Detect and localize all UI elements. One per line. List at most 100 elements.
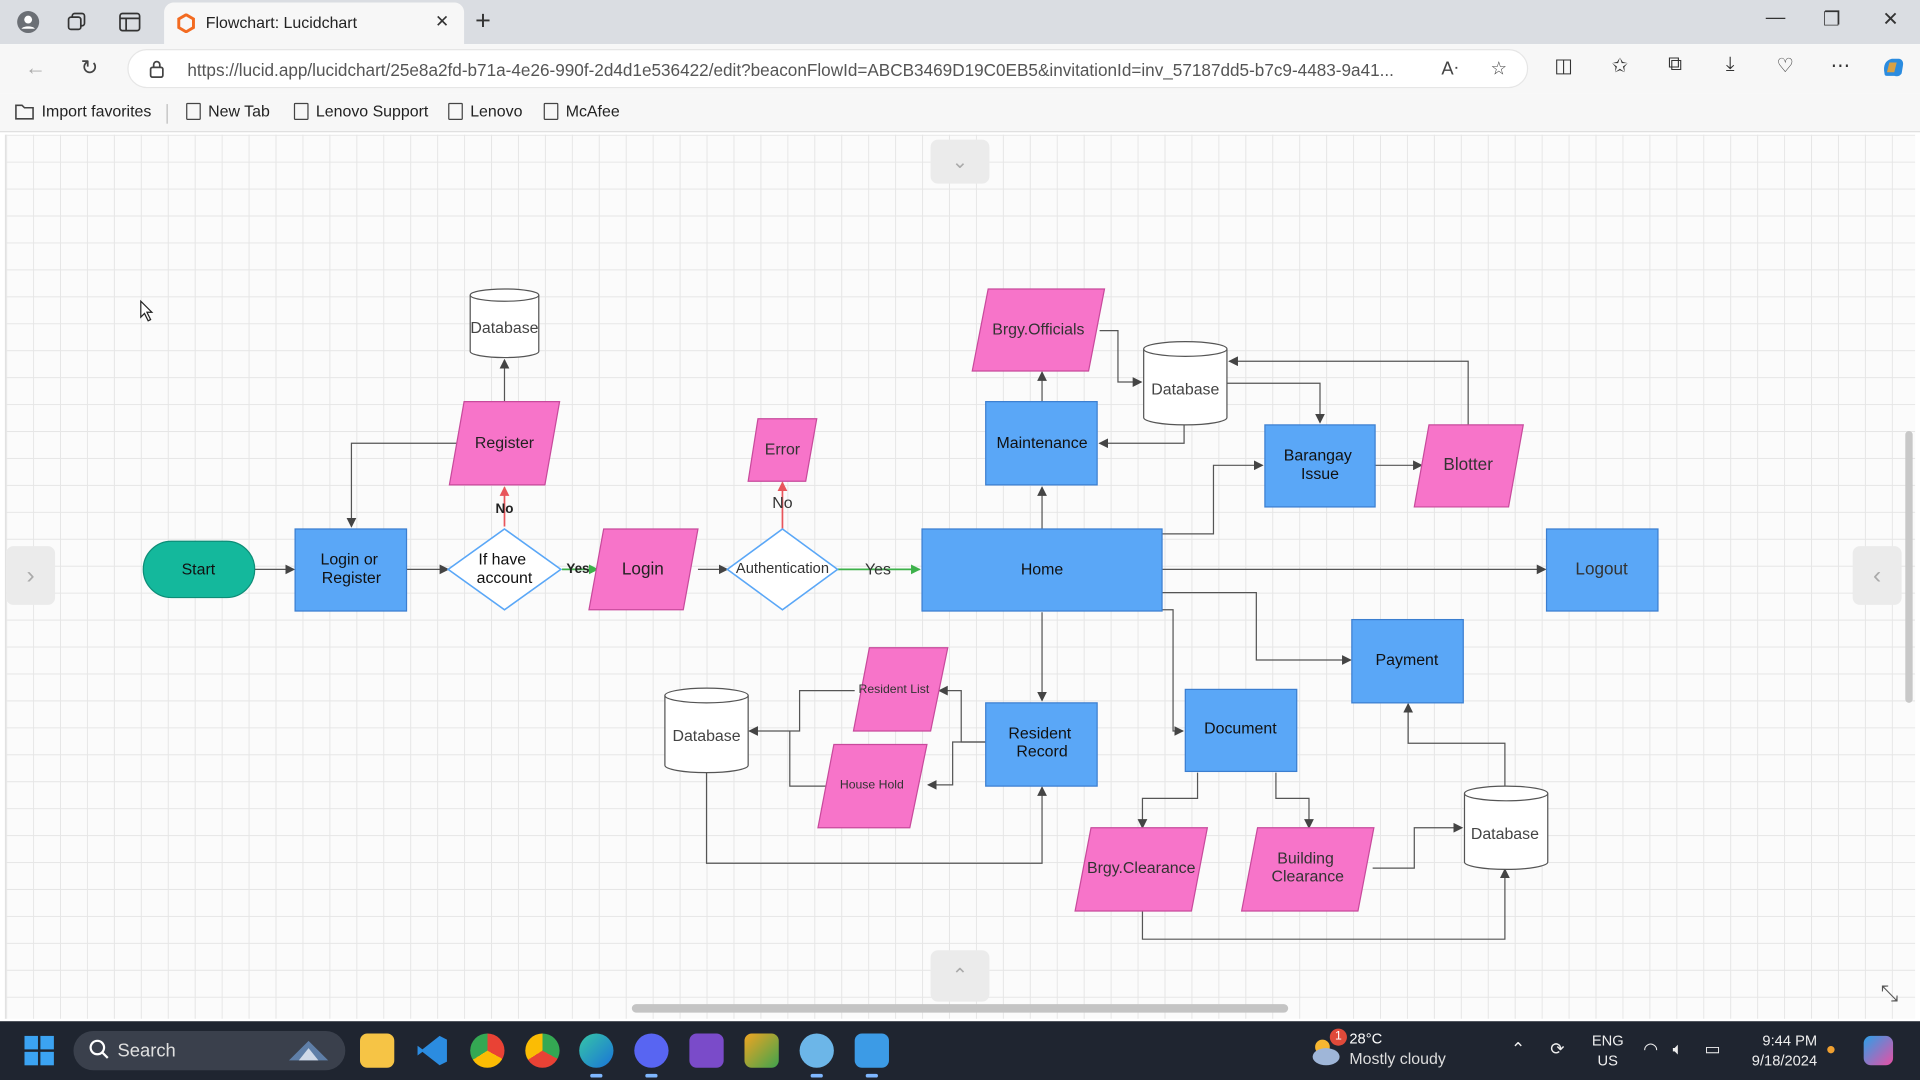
page-icon <box>293 102 309 120</box>
favorites-icon[interactable]: ✩ <box>1611 56 1629 78</box>
node-house-hold[interactable]: House Hold <box>817 743 928 829</box>
node-db-register[interactable]: Database <box>469 288 540 359</box>
volume-icon[interactable]: 🔈︎ <box>1672 1038 1683 1058</box>
sync-icon[interactable]: ⟳ <box>1550 1038 1565 1058</box>
top-drawer-toggle-icon[interactable]: ⌄ <box>930 139 990 184</box>
svg-text:Resident Record: Resident Record <box>1008 725 1075 760</box>
language-indicator[interactable]: ENG US <box>1592 1031 1624 1070</box>
node-home[interactable]: Home <box>921 528 1163 612</box>
node-authentication[interactable]: Authentication <box>726 527 839 611</box>
node-db-officials[interactable]: Database <box>1143 341 1228 426</box>
svg-text:Logout: Logout <box>1575 558 1628 578</box>
close-window-icon[interactable]: ✕ <box>1882 9 1899 31</box>
notepad-icon[interactable] <box>854 1033 889 1078</box>
node-barangay-issue[interactable]: Barangay Issue <box>1264 424 1376 508</box>
edge-icon[interactable] <box>579 1033 614 1078</box>
svg-text:Start: Start <box>182 561 216 578</box>
node-register[interactable]: Register <box>448 401 561 486</box>
bookmark-lenovo-support[interactable]: Lenovo Support <box>293 102 428 120</box>
tab-title: Flowchart: Lucidchart <box>205 13 358 32</box>
bookmark-mcafee[interactable]: McAfee <box>543 102 620 120</box>
node-line: Record <box>1016 744 1067 761</box>
active-tab[interactable]: Flowchart: Lucidchart ✕ <box>164 2 465 45</box>
downloads-icon[interactable]: ⤓ <box>1725 53 1735 75</box>
node-payment[interactable]: Payment <box>1351 618 1464 704</box>
node-db-documents[interactable]: Database <box>1463 785 1549 870</box>
svg-text:Database: Database <box>470 320 538 337</box>
vscode-icon[interactable] <box>415 1033 449 1067</box>
flowchart[interactable]: Start Login or Register If have account <box>6 135 1915 1019</box>
vertical-tabs-icon[interactable] <box>114 7 146 36</box>
browser-essentials-icon[interactable]: ♡ <box>1776 56 1795 78</box>
back-icon[interactable]: ← <box>25 56 46 80</box>
svg-text:House Hold: House Hold <box>840 778 904 792</box>
bookmark-lenovo[interactable]: Lenovo <box>448 102 522 120</box>
page-icon <box>448 102 463 120</box>
copilot-icon[interactable] <box>1877 54 1909 83</box>
chrome-profile-icon[interactable] <box>525 1033 560 1068</box>
favorite-star-icon[interactable]: ☆ <box>1490 58 1508 80</box>
bookmarks-bar: Import favorites New Tab Lenovo Support … <box>0 93 1920 133</box>
workspaces-icon[interactable] <box>61 7 93 36</box>
node-line: Login or <box>320 551 378 568</box>
horizontal-scrollbar[interactable] <box>631 1004 1289 1013</box>
restore-icon[interactable]: ❐ <box>1823 9 1841 31</box>
node-resident-list[interactable]: Resident List <box>852 647 949 732</box>
more-options-icon[interactable]: ⋯ <box>1830 56 1851 78</box>
bottom-drawer-toggle-icon[interactable]: ⌃ <box>930 950 990 1002</box>
paint-icon[interactable] <box>799 1033 834 1078</box>
collapse-icon[interactable]: ⤡ <box>1880 980 1899 1006</box>
node-db-resident[interactable]: Database <box>664 687 749 774</box>
copilot-taskbar-icon[interactable] <box>1863 1035 1894 1066</box>
svg-text:Brgy.Officials: Brgy.Officials <box>992 321 1084 338</box>
node-document[interactable]: Document <box>1184 688 1298 773</box>
minimize-icon[interactable]: — <box>1765 7 1786 29</box>
chrome-icon[interactable] <box>470 1033 505 1068</box>
file-explorer-icon[interactable] <box>360 1033 395 1068</box>
battery-icon[interactable]: ▭ <box>1704 1038 1721 1058</box>
node-blotter[interactable]: Blotter <box>1413 424 1524 508</box>
snipping-tool-icon[interactable] <box>744 1033 779 1068</box>
node-login[interactable]: Login <box>588 528 699 611</box>
bookmark-import-favorites[interactable]: Import favorites <box>15 102 152 120</box>
svg-text:Blotter: Blotter <box>1443 454 1493 474</box>
show-hidden-icons-icon[interactable]: ⌃ <box>1511 1038 1526 1058</box>
node-building-clearance[interactable]: Building Clearance <box>1240 827 1375 912</box>
split-screen-icon[interactable]: ◫ <box>1554 56 1573 78</box>
left-panel-toggle-icon[interactable]: › <box>6 546 56 605</box>
visual-studio-icon[interactable] <box>689 1033 724 1068</box>
svg-text:Payment: Payment <box>1376 652 1439 669</box>
svg-text:Database: Database <box>672 728 740 745</box>
cloudy-icon <box>1312 1039 1340 1066</box>
new-tab-icon[interactable]: + <box>475 4 491 36</box>
profile-icon[interactable] <box>12 7 44 36</box>
svg-text:Resident List: Resident List <box>859 682 930 696</box>
bookmark-new-tab[interactable]: New Tab <box>186 102 270 120</box>
weather-widget[interactable]: 1 28°C Mostly cloudy <box>1308 1028 1516 1073</box>
close-tab-icon[interactable]: ✕ <box>435 11 450 31</box>
taskbar-search[interactable]: Search <box>73 1031 346 1071</box>
label-no-register: No <box>496 501 514 516</box>
node-logout[interactable]: Logout <box>1545 528 1659 612</box>
node-brgy-clearance[interactable]: Brgy.Clearance <box>1074 827 1209 912</box>
windows-start-icon[interactable] <box>24 1035 54 1066</box>
discord-icon[interactable] <box>634 1033 669 1078</box>
node-error[interactable]: Error <box>747 418 818 482</box>
vertical-scrollbar[interactable] <box>1905 431 1913 703</box>
node-login-register[interactable]: Login or Register <box>294 528 408 612</box>
diagram-canvas[interactable]: Start Login or Register If have account <box>4 134 1916 1019</box>
refresh-icon[interactable]: ↻ <box>80 56 99 80</box>
read-aloud-icon[interactable]: Aᐧ <box>1441 58 1459 80</box>
right-panel-toggle-icon[interactable]: ‹ <box>1852 546 1902 605</box>
node-brgy-officials[interactable]: Brgy.Officials <box>971 288 1106 372</box>
node-decision-account[interactable]: If have account <box>446 528 563 611</box>
collections-icon[interactable]: ⧉ <box>1668 53 1683 75</box>
node-start[interactable]: Start <box>142 540 256 599</box>
page-icon <box>186 102 201 120</box>
notification-bell-icon[interactable]: ● <box>1825 1038 1837 1058</box>
wifi-icon[interactable]: ◠ <box>1643 1038 1659 1058</box>
node-maintenance[interactable]: Maintenance <box>985 401 1098 486</box>
clock[interactable]: 9:44 PM 9/18/2024 <box>1741 1031 1817 1070</box>
node-resident-record[interactable]: Resident Record <box>985 702 1098 787</box>
address-bar[interactable]: https://lucid.app/lucidchart/25e8a2fd-b7… <box>127 48 1529 89</box>
